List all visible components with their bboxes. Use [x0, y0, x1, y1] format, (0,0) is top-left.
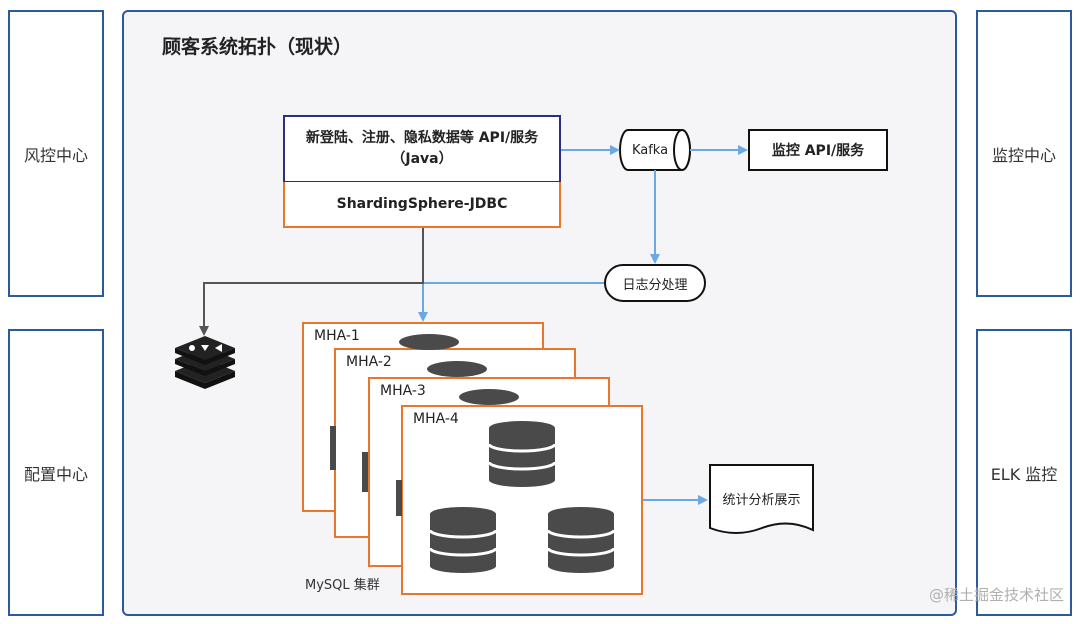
- mha-2-label: MHA-2: [346, 354, 392, 370]
- elk-monitor: ELK 监控: [976, 329, 1072, 616]
- monitor-center-label: 监控中心: [991, 145, 1056, 165]
- log-process-label: 日志分处理: [622, 277, 688, 293]
- sharding-jdbc-label: ShardingSphere-JDBC: [336, 196, 508, 212]
- mha-3-db-peek: [396, 389, 519, 516]
- kafka-queue-icon: [619, 129, 691, 171]
- database-icon: [487, 419, 557, 489]
- log-process-node: 日志分处理: [604, 264, 706, 302]
- kafka-label: Kafka: [631, 142, 669, 158]
- report-node: 统计分析展示: [710, 480, 813, 516]
- elk-monitor-label: ELK 监控: [990, 464, 1058, 484]
- sharding-jdbc-box: ShardingSphere-JDBC: [283, 182, 561, 228]
- redis-icon: [175, 336, 235, 389]
- mysql-cluster-label: MySQL 集群: [305, 578, 380, 593]
- mha-1-label: MHA-1: [314, 328, 360, 344]
- config-center: 配置中心: [8, 329, 104, 616]
- monitor-api-label: 监控 API/服务: [771, 143, 865, 159]
- kafka-node: Kafka: [620, 130, 680, 170]
- config-center-label: 配置中心: [23, 464, 88, 484]
- mha-2-db-peek: [362, 361, 487, 492]
- log-to-mha-arrow: [418, 282, 604, 322]
- risk-control-label: 风控中心: [23, 145, 88, 165]
- mha-3-label: MHA-3: [380, 383, 426, 399]
- watermark: @稀土掘金技术社区: [928, 586, 1064, 604]
- api-service-lang: （Java）: [391, 151, 453, 167]
- mha-1-db-peek: [330, 334, 459, 470]
- monitor-api-box: 监控 API/服务: [748, 129, 888, 171]
- mha-4-label: MHA-4: [413, 411, 459, 427]
- monitor-center: 监控中心: [976, 10, 1072, 297]
- api-service-label: 新登陆、注册、隐私数据等 API/服务: [305, 130, 539, 146]
- risk-control-center: 风控中心: [8, 10, 104, 297]
- database-icon: [428, 505, 498, 575]
- database-icon: [546, 505, 616, 575]
- api-service-box: 新登陆、注册、隐私数据等 API/服务 （Java）: [283, 115, 561, 183]
- diagram-title: 顾客系统拓扑（现状）: [162, 36, 353, 58]
- report-label: 统计分析展示: [722, 492, 801, 508]
- report-document-icon: [709, 464, 814, 534]
- jdbc-to-cache-arrow: [199, 228, 424, 336]
